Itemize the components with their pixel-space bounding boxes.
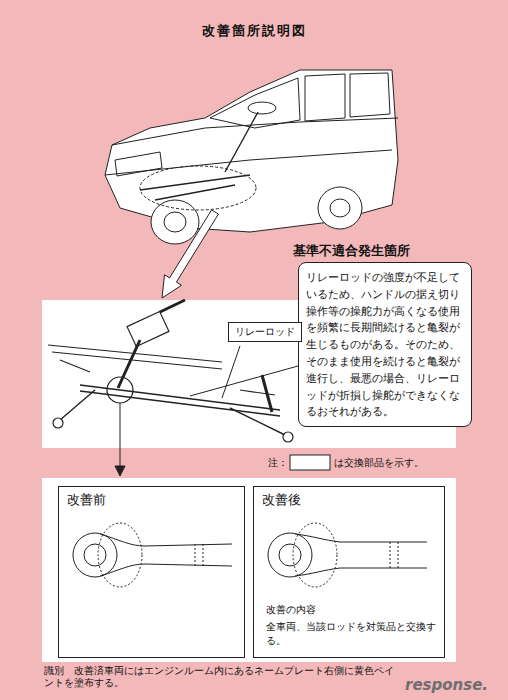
windshield (210, 78, 300, 128)
rod-before (73, 523, 232, 587)
identification-note: 識別 改善済車両にはエンジンルーム内にあるネームプレート右側に黄色ペイントを塗布… (44, 665, 399, 690)
rear-wheel (318, 187, 362, 229)
comparison-box: 改善前 (58, 486, 245, 658)
watermark: response. (405, 676, 488, 694)
rod-outline (295, 534, 427, 576)
rod-eye-hole (84, 544, 106, 566)
changed-area (293, 523, 337, 587)
body-line (105, 150, 392, 175)
pointer-arrow (162, 210, 218, 298)
steering-wheel (248, 102, 276, 114)
rod-break (390, 542, 398, 568)
relay-rod (80, 385, 280, 416)
car-body (105, 70, 398, 232)
rod-after (268, 523, 427, 587)
heading: 基準不適合発生箇所 (291, 243, 412, 260)
rod-eye-hole (279, 544, 301, 566)
steering-shaft (160, 300, 185, 312)
comparison-box: 改善後改善の内容全車両、当該ロッドを対策品と交換する。 (253, 486, 445, 658)
heading: 改善後 (262, 492, 301, 509)
body-text: 改善の内容 (266, 603, 316, 617)
heading: リレーロッド (235, 325, 295, 339)
car-illustration (105, 70, 398, 244)
note-label: 注： (268, 456, 288, 470)
body-text: リレーロッドの強度が不足しているため、ハンドルの据え切り操作等の操舵力が高くなる… (306, 269, 464, 420)
knuckle-joint (283, 432, 293, 442)
rod-break (195, 544, 203, 566)
part-label-box: リレーロッド (228, 322, 302, 342)
arrowhead (115, 466, 125, 476)
front-wheel (151, 200, 199, 244)
note-swatch (290, 455, 330, 470)
rod-eye (268, 533, 312, 577)
callout-box: 基準不適合発生箇所リレーロッドの強度が不足しているため、ハンドルの据え切り操作等… (298, 262, 472, 427)
comparison-panel (42, 478, 456, 662)
hood-line (112, 118, 398, 145)
headlamp (115, 152, 162, 176)
tie-rod (60, 390, 285, 435)
note-label: は交換部品を示す。 (334, 456, 424, 470)
gearbox (127, 311, 169, 346)
highlight-ellipse (140, 166, 256, 210)
pointer-line (120, 403, 121, 468)
changed-area (98, 523, 142, 587)
rear-hub (330, 199, 350, 217)
leader-line (222, 346, 240, 398)
rod-outline (100, 534, 232, 576)
title: 改善箇所説明図 (0, 22, 508, 40)
body-text: 全車両、当該ロッドを対策品と交換する。 (266, 620, 438, 648)
steering-linkage (140, 112, 258, 200)
part-circle (107, 377, 133, 403)
heading: 改善前 (67, 492, 106, 509)
front-hub (164, 212, 186, 232)
rod-eye (73, 533, 117, 577)
pipe (60, 360, 275, 395)
leader-line (190, 366, 298, 396)
knuckle-joint (53, 418, 63, 428)
side-windows (305, 73, 390, 121)
